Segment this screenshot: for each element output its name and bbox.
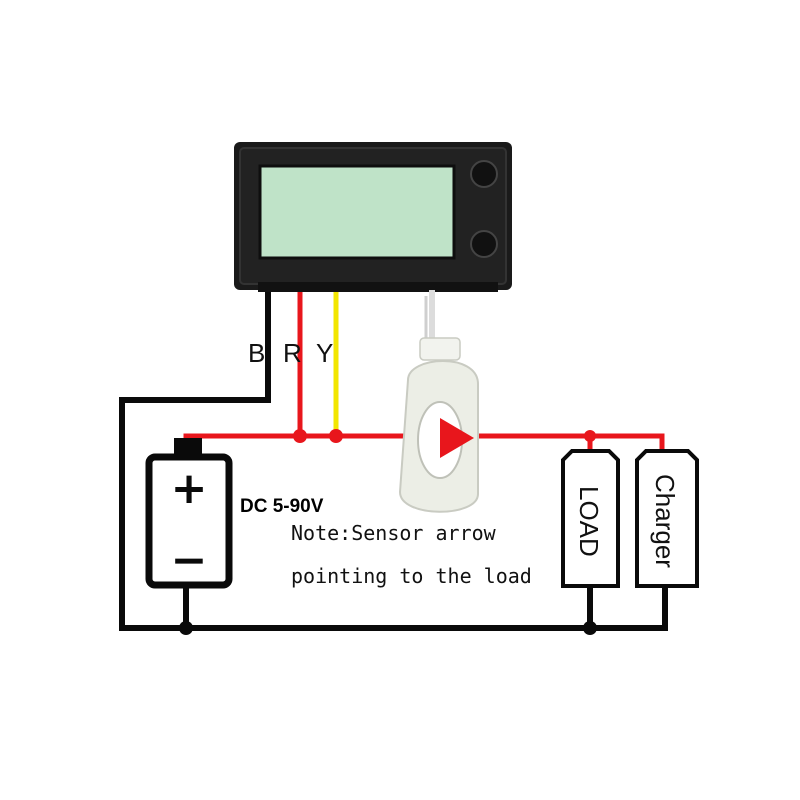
meter-button-bottom[interactable] bbox=[470, 230, 498, 258]
junction-dot-load-negative bbox=[583, 621, 597, 635]
wire-label-r: R bbox=[283, 338, 302, 368]
note-line-2: pointing to the load bbox=[291, 564, 532, 588]
current-sensor bbox=[398, 337, 479, 513]
battery-voltage-label: DC 5-90V bbox=[240, 496, 324, 517]
note-line-1: Note:Sensor arrow bbox=[291, 521, 497, 545]
junction-dot-red-r bbox=[293, 429, 307, 443]
load-box: LOAD bbox=[561, 449, 620, 588]
meter-module bbox=[234, 142, 512, 292]
charger-label: Charger bbox=[650, 474, 680, 568]
battery-minus-symbol: − bbox=[171, 535, 208, 586]
meter-button-top[interactable] bbox=[470, 160, 498, 188]
wire-label-y: Y bbox=[316, 338, 333, 368]
load-label: LOAD bbox=[574, 486, 604, 557]
junction-dot-red-load bbox=[584, 430, 596, 442]
junction-dot-yellow bbox=[329, 429, 343, 443]
wire-label-b: B bbox=[248, 338, 265, 368]
battery: + − bbox=[145, 438, 233, 589]
sensor-direction-arrow-icon bbox=[440, 418, 474, 458]
lcd-screen bbox=[258, 164, 456, 260]
battery-plus-symbol: + bbox=[171, 463, 208, 514]
junction-dot-battery-negative bbox=[179, 621, 193, 635]
charger-box: Charger bbox=[635, 449, 699, 588]
black-wire bbox=[119, 290, 668, 631]
